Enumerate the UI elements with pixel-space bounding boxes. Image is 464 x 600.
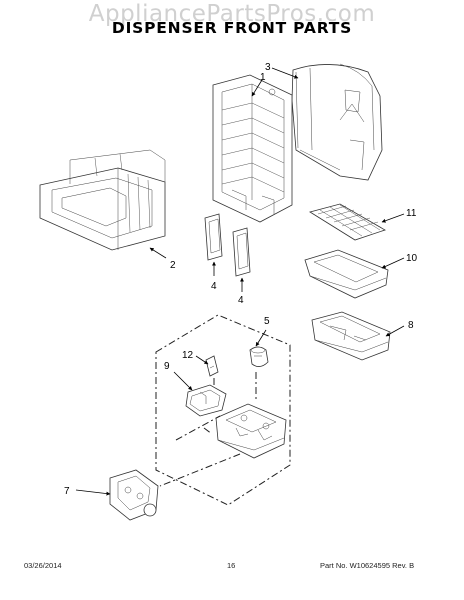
callout-8: 8 (408, 320, 414, 331)
alignment-line (203, 427, 213, 435)
leader-12 (195, 355, 209, 365)
footer-page-number: 16 (227, 561, 236, 570)
callout-7: 7 (64, 486, 70, 497)
callout-1: 1 (260, 72, 266, 83)
filter-pad-left (204, 213, 223, 261)
leader-11 (381, 213, 405, 223)
callout-12: 12 (182, 350, 194, 361)
actuator-bracket (185, 384, 227, 417)
leader-2 (149, 247, 167, 259)
rear-housing-part (291, 63, 383, 181)
callout-10: 10 (406, 253, 418, 264)
page-title: DISPENSER FRONT PARTS (111, 19, 353, 37)
callout-4b: 4 (238, 295, 244, 306)
callout-5: 5 (264, 316, 270, 327)
leader-9 (173, 371, 193, 391)
dispenser-housing-frame (212, 74, 293, 223)
callout-11: 11 (406, 208, 417, 219)
footer-part-number: Part No. W10624595 Rev. B (320, 561, 415, 570)
callout-4a: 4 (211, 281, 217, 292)
leader-3 (271, 67, 299, 79)
assembly-boundary-dashed (155, 314, 291, 506)
dispenser-module-block (215, 403, 287, 459)
footer-date: 03/26/2014 (24, 561, 62, 570)
watermark: AppliancePartsPros.com (88, 1, 376, 27)
callout-9: 9 (164, 361, 170, 372)
dispenser-front-panel (39, 149, 166, 251)
leader-10 (381, 257, 405, 269)
filter-pad-right (232, 227, 251, 277)
callout-3: 3 (265, 62, 271, 73)
lever-part (205, 355, 219, 377)
drip-tray-grille (309, 203, 386, 241)
leader-5 (255, 329, 267, 347)
callout-2: 2 (170, 260, 176, 271)
tray-base (311, 311, 391, 361)
leader-7 (75, 489, 111, 496)
alignment-line (175, 415, 221, 441)
dispenser-knob (249, 346, 269, 367)
switch-module (109, 469, 159, 521)
drip-tray (304, 249, 389, 299)
leader-1 (251, 79, 263, 97)
leader-8 (385, 325, 405, 337)
alignment-line (159, 453, 241, 487)
